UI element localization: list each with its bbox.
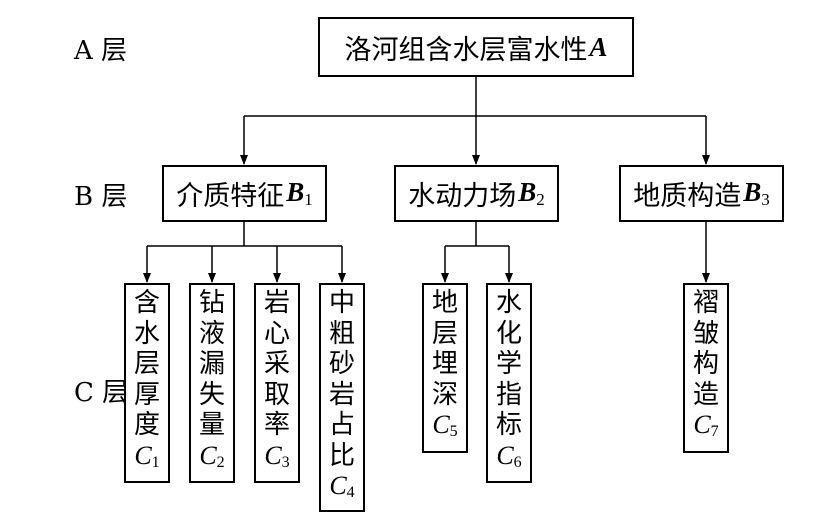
criterion-text: 地质构造 xyxy=(633,181,742,212)
level-label-c: C 层 xyxy=(74,378,129,408)
indicator-symbol: C1 xyxy=(134,440,160,471)
indicator-symbol: C7 xyxy=(693,410,719,440)
indicator-box-c4: 中粗砂岩占比 C4 xyxy=(319,283,365,512)
indicator-box-c3: 岩心采取率 C3 xyxy=(254,283,300,483)
indicator-box-c2: 钻液漏失量 C2 xyxy=(189,283,235,483)
indicator-box-c6: 水化学指标 C6 xyxy=(486,283,532,483)
indicator-box-c5: 地层埋深 C5 xyxy=(422,283,468,453)
goal-symbol: A xyxy=(589,31,608,62)
indicator-box-c7: 褶皱构造 C7 xyxy=(683,283,729,453)
criterion-symbol: B3 xyxy=(743,177,770,209)
level-label-b: B 层 xyxy=(74,182,128,212)
criterion-text: 介质特征 xyxy=(176,181,285,212)
indicator-symbol: C6 xyxy=(496,440,522,471)
indicator-symbol: C2 xyxy=(199,440,225,471)
indicator-symbol: C3 xyxy=(264,440,290,471)
criterion-text: 水动力场 xyxy=(408,181,517,212)
goal-text: 洛河组含水层富水性 xyxy=(344,34,588,66)
indicator-symbol: C5 xyxy=(432,410,458,440)
indicator-box-c1: 含水层厚度 C1 xyxy=(124,283,170,483)
indicator-symbol: C4 xyxy=(329,471,355,501)
criterion-symbol: B1 xyxy=(286,177,313,209)
level-label-a: A 层 xyxy=(74,36,128,66)
criterion-symbol: B2 xyxy=(518,177,545,209)
